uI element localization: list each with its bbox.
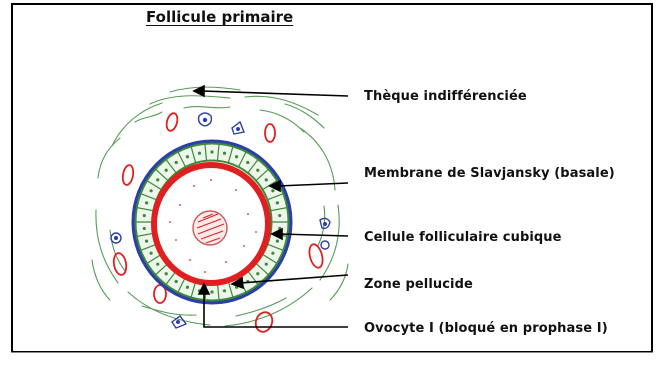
label-theca: Thèque indifférenciée xyxy=(364,89,527,104)
follicular-cell-nucleus xyxy=(235,155,238,158)
follicular-cell-nucleus xyxy=(156,178,159,181)
follicular-cell-nucleus xyxy=(271,252,274,255)
follicular-cell-nucleus xyxy=(223,152,226,155)
follicular-cell-nucleus xyxy=(143,227,146,230)
follicular-cell-nucleus xyxy=(246,161,249,164)
follicular-cell-nucleus xyxy=(186,286,189,289)
follicular-cell-nucleus xyxy=(276,240,279,243)
follicular-cell-nucleus xyxy=(145,201,148,204)
follicular-cell-nucleus xyxy=(165,272,168,275)
follicular-cell-nucleus xyxy=(150,189,153,192)
follicular-cell-nucleus xyxy=(175,280,178,283)
follicular-cell-nucleus xyxy=(271,189,274,192)
label-follicular-cell: Cellule folliculaire cubique xyxy=(364,230,562,245)
label-zona-pellucida: Zone pellucide xyxy=(364,277,473,292)
follicular-cell-nucleus xyxy=(186,155,189,158)
label-basal-membrane: Membrane de Slavjansky (basale) xyxy=(364,166,615,181)
follicular-cell-nucleus xyxy=(145,240,148,243)
follicular-cell-nucleus xyxy=(265,178,268,181)
follicular-cell-nucleus xyxy=(278,214,281,217)
follicular-cell-nucleus xyxy=(223,289,226,292)
follicular-cell-nucleus xyxy=(156,263,159,266)
label-oocyte: Ovocyte I (bloqué en prophase I) xyxy=(364,321,608,336)
oocyte-nucleus xyxy=(193,211,227,245)
follicular-cell-nucleus xyxy=(256,272,259,275)
follicular-cell-nucleus xyxy=(265,263,268,266)
follicular-cell-nucleus xyxy=(143,214,146,217)
follicular-cell-nucleus xyxy=(210,290,213,293)
follicular-cell-nucleus xyxy=(276,201,279,204)
follicular-cell-nucleus xyxy=(175,161,178,164)
follicular-cell-nucleus xyxy=(150,252,153,255)
follicular-cell-nucleus xyxy=(210,150,213,153)
follicular-cell-nucleus xyxy=(198,152,201,155)
follicular-cell-nucleus xyxy=(256,169,259,172)
follicular-cell-nucleus xyxy=(165,169,168,172)
